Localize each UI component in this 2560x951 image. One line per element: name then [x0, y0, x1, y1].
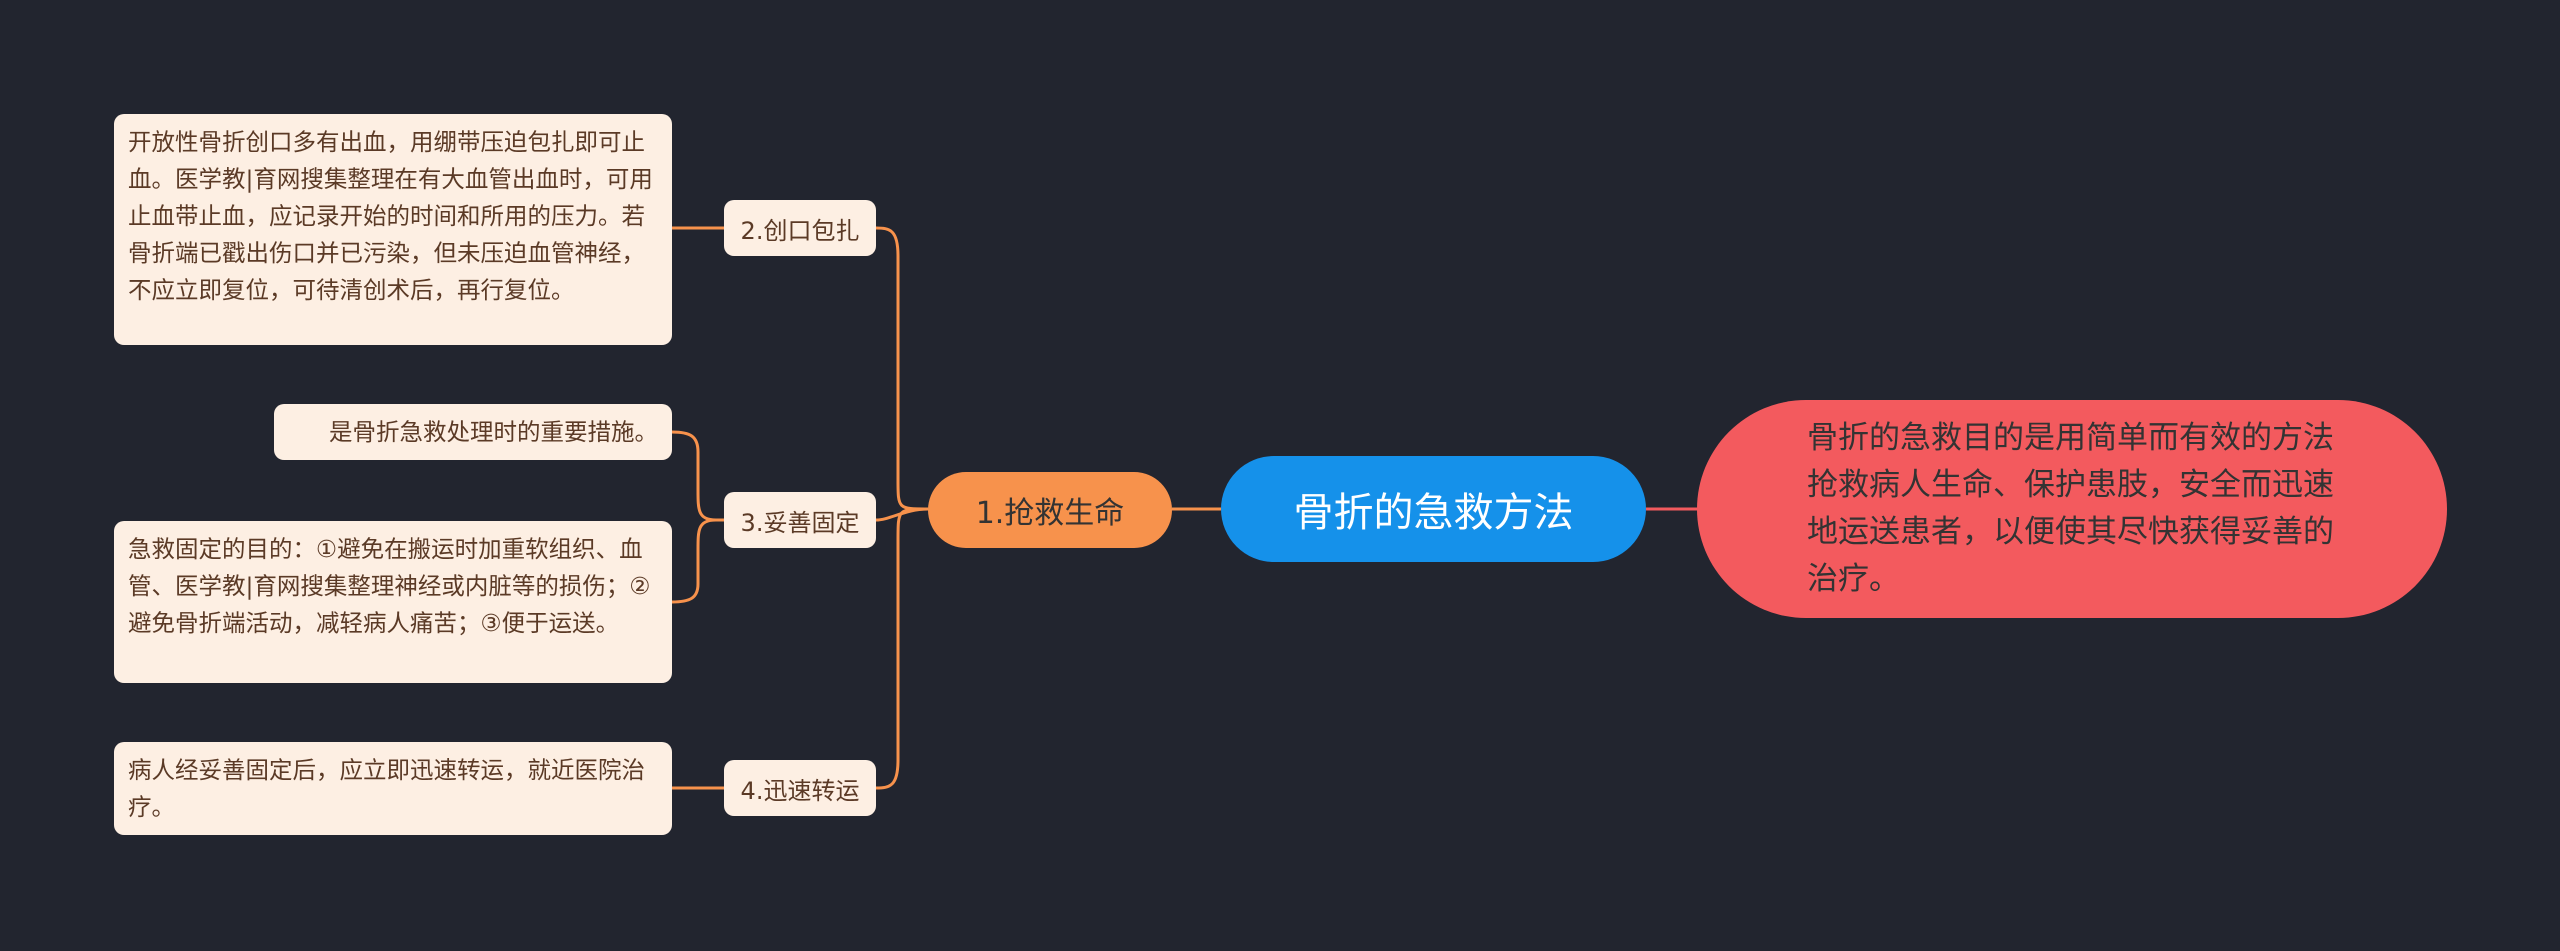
leaf-text: 病人经妥善固定后，应立即迅速转运，就近医院治疗。	[128, 756, 645, 821]
leaf-transport-detail[interactable]: 病人经妥善固定后，应立即迅速转运，就近医院治疗。	[114, 742, 672, 835]
connector-branch-sub-1	[875, 226, 929, 511]
connector-branch-sub-3	[875, 507, 929, 790]
summary-topic-text: 骨折的急救目的是用简单而有效的方法抢救病人生命、保护患肢，安全而迅速地运送患者，…	[1807, 420, 2334, 597]
subtopic-wound-bandaging[interactable]: 2.创口包扎	[724, 200, 876, 256]
root-topic[interactable]: 骨折的急救方法	[1221, 456, 1646, 562]
leaf-wound-bandaging-detail[interactable]: 开放性骨折创口多有出血，用绷带压迫包扎即可止血。医学教|育网搜集整理在有大血管出…	[114, 114, 672, 345]
leaf-fixation-importance[interactable]: 是骨折急救处理时的重要措施。	[274, 404, 672, 460]
leaf-text: 急救固定的目的：①避免在搬运时加重软组织、血管、医学教|育网搜集整理神经或内脏等…	[128, 535, 651, 637]
summary-topic[interactable]: 骨折的急救目的是用简单而有效的方法抢救病人生命、保护患肢，安全而迅速地运送患者，…	[1697, 400, 2447, 618]
leaf-text: 是骨折急救处理时的重要措施。	[329, 417, 658, 446]
leaf-text: 开放性骨折创口多有出血，用绷带压迫包扎即可止血。医学教|育网搜集整理在有大血管出…	[128, 128, 653, 304]
subtopic-label: 3.妥善固定	[740, 508, 860, 537]
root-topic-label: 骨折的急救方法	[1293, 490, 1574, 536]
branch-rescue-life[interactable]: 1.抢救生命	[928, 472, 1172, 548]
subtopic-label: 2.创口包扎	[740, 216, 860, 245]
branch-label: 1.抢救生命	[975, 496, 1125, 531]
subtopic-label: 4.迅速转运	[740, 776, 860, 805]
subtopic-rapid-transport[interactable]: 4.迅速转运	[724, 760, 876, 816]
connector-sub2-leaf2	[671, 430, 724, 522]
leaf-fixation-purpose[interactable]: 急救固定的目的：①避免在搬运时加重软组织、血管、医学教|育网搜集整理神经或内脏等…	[114, 521, 672, 683]
subtopic-proper-fixation[interactable]: 3.妥善固定	[724, 492, 876, 548]
connector-sub2-leaf3	[671, 518, 724, 604]
